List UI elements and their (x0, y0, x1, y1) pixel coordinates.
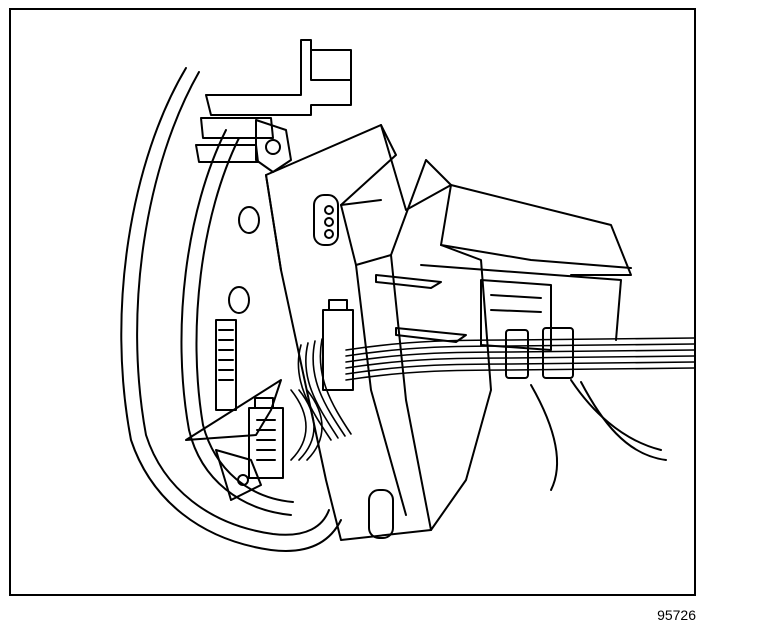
upper-connector (322, 309, 354, 391)
triangle-bracket (185, 119, 292, 501)
lower-connector (248, 407, 284, 479)
panel-holes (228, 206, 260, 314)
housing-slot-lower (368, 489, 394, 539)
upper-mounting-brackets (195, 39, 352, 163)
right-side-structure (375, 184, 632, 351)
figure-id-label: 95726 (657, 607, 696, 623)
electrical-connectors (215, 299, 354, 479)
illustration-frame (9, 8, 696, 596)
curved-trim-panel (120, 67, 342, 552)
bracket-bolt (265, 139, 281, 155)
harness-clips (505, 327, 667, 491)
module-housing (265, 124, 492, 541)
wiring-harness (290, 337, 694, 461)
side-connector (215, 319, 237, 411)
wiring-connector-illustration (120, 39, 694, 552)
housing-slot-upper (313, 194, 339, 246)
